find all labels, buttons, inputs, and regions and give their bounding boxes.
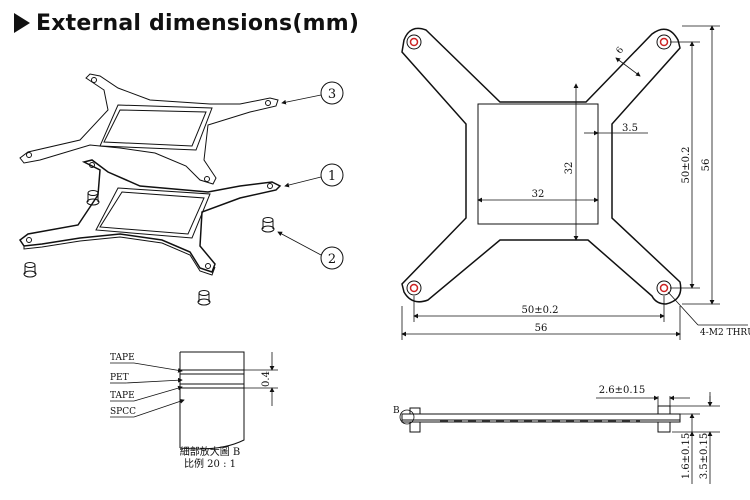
- standoff-right: [657, 405, 671, 415]
- center-window: [477, 103, 599, 225]
- exploded-view: 3 1 2: [18, 73, 344, 306]
- mount-hole-tr: [656, 34, 672, 50]
- dim-56-horizontal: 56: [535, 323, 548, 334]
- dim-50-horizontal: 50±0.2: [521, 305, 558, 316]
- dim-3-5: 3.5: [622, 123, 638, 134]
- layer-pet: PET: [110, 373, 129, 383]
- layer-tape-bottom: TAPE: [110, 391, 135, 401]
- dim-56-vertical: 56: [701, 159, 712, 172]
- part-2-standoff-1: [86, 190, 100, 206]
- section-detail: TAPE PET TAPE SPCC 0.4 細部放大圖 B 比例 20 : 1: [110, 351, 278, 470]
- side-tape: [401, 419, 681, 423]
- front-view: 32 32 3.5 6 50±0.2 56 50±0.2 56: [401, 25, 750, 340]
- detail-b-label: B: [393, 406, 400, 416]
- detail-outline: [179, 351, 245, 450]
- side-plate: [401, 413, 681, 421]
- dim-2-6: 2.6±0.15: [599, 385, 646, 396]
- plate-outline: [401, 27, 682, 305]
- title-text: External dimensions(mm): [36, 10, 360, 36]
- dim-32-vertical: 32: [564, 162, 575, 175]
- layer-tape-top: TAPE: [110, 353, 135, 363]
- part-1-plate: [18, 159, 282, 276]
- detail-caption-1: 細部放大圖 B: [180, 445, 241, 458]
- part-2-standoff-4: [197, 290, 211, 306]
- page-title: External dimensions(mm): [14, 8, 359, 38]
- dim-50-vertical: 50±0.2: [681, 146, 692, 183]
- dim-3-5-side: 3.5±0.15: [699, 433, 710, 480]
- balloon-3-label: 3: [328, 87, 336, 102]
- detail-caption-2: 比例 20 : 1: [184, 457, 236, 470]
- dim-6: 6: [615, 45, 627, 56]
- dim-0-4: 0.4: [261, 371, 272, 387]
- part-3-plate: [19, 73, 279, 185]
- dim-1-6: 1.6±0.15: [681, 433, 692, 480]
- dim-32-horizontal: 32: [532, 189, 545, 200]
- side-view: B 2.6±0.15 1.6±0.15 3.5±0.15: [393, 385, 720, 484]
- balloon-3: 3: [281, 81, 344, 105]
- balloon-2-label: 2: [328, 252, 336, 267]
- part-2-standoff-3: [23, 262, 37, 278]
- mount-hole-bl: [406, 280, 422, 296]
- arrow-right-icon: [14, 13, 30, 33]
- balloon-2: 2: [277, 231, 344, 270]
- mount-hole-tl: [406, 34, 422, 50]
- part-2-standoff-2: [261, 217, 275, 233]
- layer-spcc: SPCC: [110, 407, 136, 417]
- hole-note: 4-M2 THRU: [700, 328, 750, 338]
- balloon-1: 1: [284, 163, 344, 188]
- balloon-1-label: 1: [328, 169, 336, 184]
